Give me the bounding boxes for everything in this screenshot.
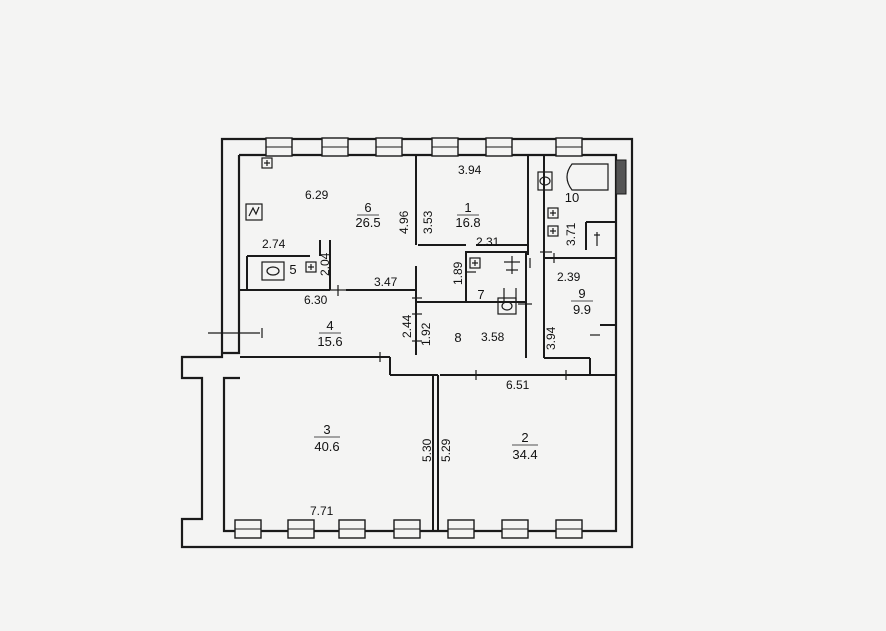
dimension-label: 2.44 [400, 314, 414, 338]
room-number: 9 [578, 286, 585, 301]
toilet-icon [497, 297, 517, 315]
room-number: 1 [464, 200, 471, 215]
dimension-label: 1.89 [451, 261, 465, 285]
dimension-labels: 6.29 4.96 3.94 3.53 2.74 2.04 2.31 1.89 … [262, 163, 581, 518]
room-number: 2 [521, 430, 528, 445]
dimension-label: 5.29 [439, 438, 453, 462]
room-area: 26.5 [355, 215, 380, 230]
sink-icon [305, 261, 317, 273]
chimney-block [615, 159, 627, 195]
sink-icon [547, 207, 559, 219]
toilet-icon [537, 171, 553, 191]
dimension-label: 4.96 [397, 210, 411, 234]
room-number: 8 [454, 330, 461, 345]
room-labels: 6 26.5 1 16.8 10 5 7 9 9.9 4 15.6 8 3 40… [289, 190, 591, 462]
room-area: 15.6 [317, 334, 342, 349]
dimension-label: 6.29 [305, 188, 329, 202]
interior-walls [239, 155, 616, 531]
dimension-label: 2.31 [476, 235, 500, 249]
room-number: 7 [477, 287, 484, 302]
dimension-label: 2.74 [262, 237, 286, 251]
room-area: 16.8 [455, 215, 480, 230]
dimension-label: 2.04 [318, 252, 332, 276]
dimension-label: 2.39 [557, 270, 581, 284]
dimension-label: 3.71 [564, 222, 578, 246]
sink-icon [261, 157, 273, 169]
door-marks [208, 251, 600, 380]
dimension-label: 1.92 [419, 322, 433, 346]
dimension-label: 3.58 [481, 330, 505, 344]
stove-icon [245, 203, 263, 221]
room-number: 5 [289, 262, 296, 277]
sink-icon [469, 257, 481, 269]
room-number: 6 [364, 200, 371, 215]
room-area: 9.9 [573, 302, 591, 317]
dimension-label: 6.30 [304, 293, 328, 307]
window-glazing [235, 146, 582, 530]
toilet-icon [261, 261, 285, 281]
fixtures [245, 157, 609, 315]
dimension-label: 7.71 [310, 504, 334, 518]
room-number: 10 [565, 190, 579, 205]
dimension-label: 5.30 [420, 438, 434, 462]
dimension-label: 3.94 [544, 326, 558, 350]
room-area: 34.4 [512, 447, 537, 462]
room-number: 3 [323, 422, 330, 437]
dimension-label: 3.47 [374, 275, 398, 289]
dimension-label: 3.53 [421, 210, 435, 234]
bathtub-icon [566, 163, 609, 191]
dimension-label: 6.51 [506, 378, 530, 392]
area-dividers [314, 214, 593, 446]
sink-icon [547, 225, 559, 237]
room-area: 40.6 [314, 439, 339, 454]
room-number: 4 [326, 318, 333, 333]
dimension-label: 3.94 [458, 163, 482, 177]
